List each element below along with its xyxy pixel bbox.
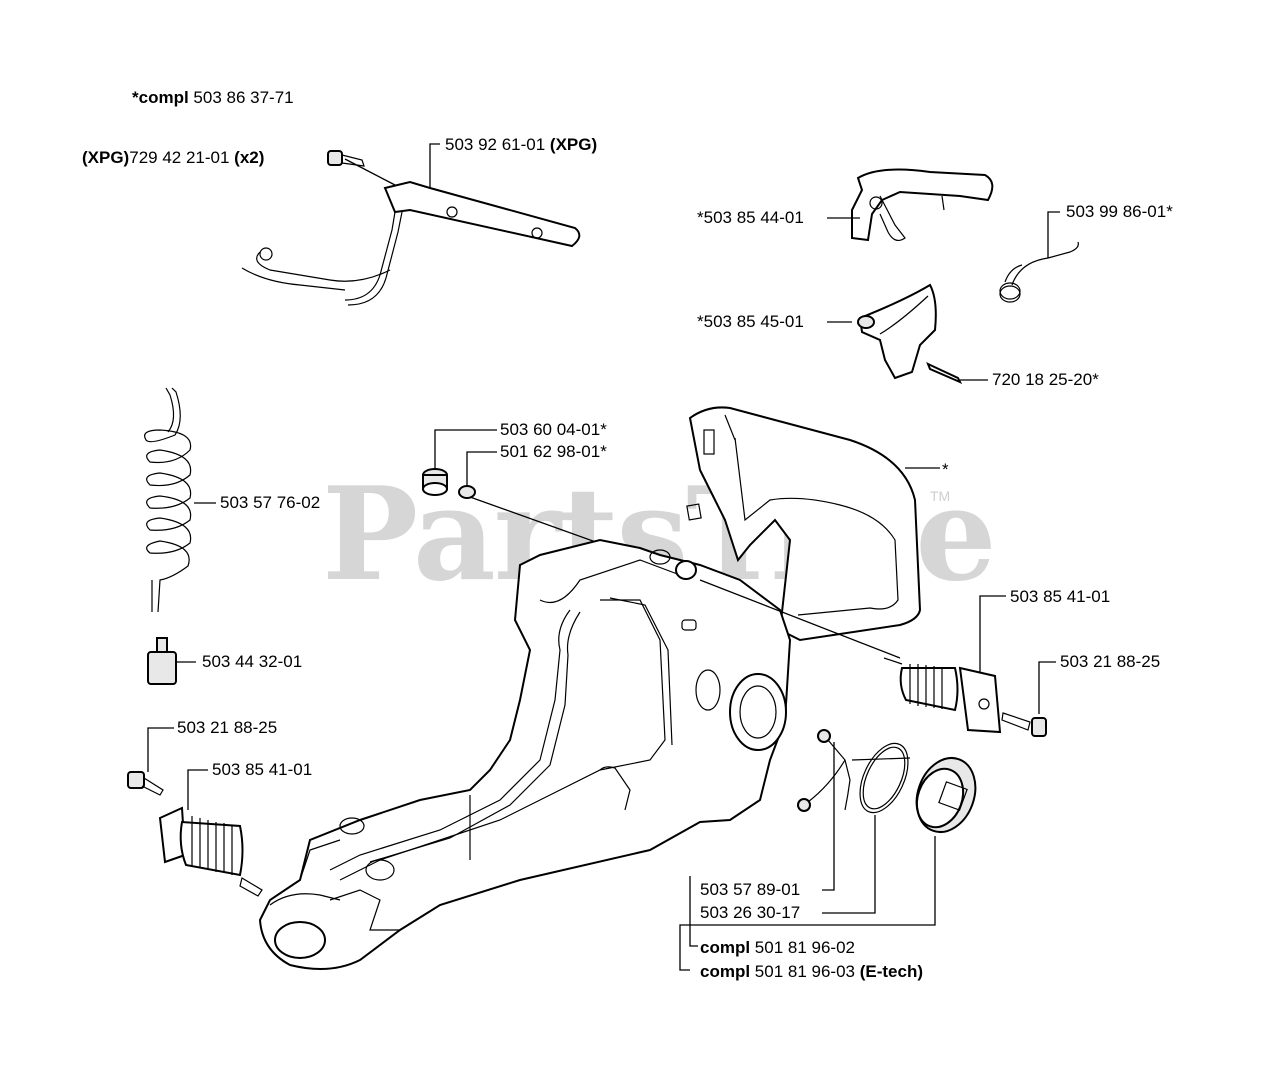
leader-line bbox=[699, 579, 901, 659]
cap-strap-part bbox=[797, 729, 911, 812]
screw-left-part bbox=[127, 771, 164, 796]
leader-line bbox=[822, 742, 835, 891]
rubber-buffer-part bbox=[422, 468, 448, 496]
callout-503-57-76-02: 503 57 76-02 bbox=[220, 493, 321, 512]
fuel-hose-part bbox=[144, 387, 192, 613]
throttle-bracket-part bbox=[241, 180, 581, 306]
leader-line bbox=[689, 876, 698, 947]
callout-503-21-88-25-right: 503 21 88-25 bbox=[1060, 652, 1161, 671]
callout-503-92-61-01: 503 92 61-01 (XPG) bbox=[445, 135, 598, 154]
callout-handle-asterisk: * bbox=[942, 460, 949, 479]
leader-line bbox=[187, 769, 208, 810]
callout-503-21-88-25-left: 503 21 88-25 bbox=[177, 718, 278, 737]
callout-503-85-41-01-right: 503 85 41-01 bbox=[1010, 587, 1111, 606]
leader-line bbox=[979, 595, 1006, 672]
leader-line bbox=[429, 143, 440, 188]
callout-compl-501-81-96-03: compl 501 81 96-03 (E-tech) bbox=[700, 962, 923, 981]
callout-503-85-45-01: *503 85 45-01 bbox=[697, 312, 804, 331]
leader-line bbox=[1038, 661, 1056, 714]
callout-compl-503-86-37-71: *compl 503 86 37-71 bbox=[132, 88, 294, 107]
trademark: TM bbox=[930, 488, 951, 504]
leader-line bbox=[1047, 211, 1060, 258]
throttle-lockout-part bbox=[857, 283, 937, 380]
callout-503-60-04-01: 503 60 04-01* bbox=[500, 420, 607, 439]
throttle-trigger-part bbox=[851, 168, 994, 242]
small-buffer-part bbox=[458, 485, 476, 499]
spring-part bbox=[999, 241, 1079, 303]
pin-part bbox=[926, 362, 963, 385]
av-spring-right-part bbox=[883, 657, 1002, 734]
callout-503-44-32-01: 503 44 32-01 bbox=[202, 652, 303, 671]
screw-top-part bbox=[327, 150, 365, 167]
leader-line bbox=[434, 429, 497, 470]
leader-line bbox=[147, 727, 174, 772]
fuel-tank-housing-part bbox=[258, 406, 922, 970]
callout-503-57-89-01: 503 57 89-01 bbox=[700, 880, 801, 899]
av-spring-left-part bbox=[158, 806, 263, 897]
leader-line bbox=[344, 158, 396, 186]
callout-xpg-729-42-21-01: (XPG)729 42 21-01 (x2) bbox=[82, 148, 265, 167]
leader-line bbox=[822, 815, 876, 914]
callout-503-85-44-01: *503 85 44-01 bbox=[697, 208, 804, 227]
leader-line bbox=[679, 836, 936, 971]
leader-line bbox=[466, 451, 497, 486]
callout-503-99-86-01: 503 99 86-01* bbox=[1066, 202, 1173, 221]
callout-503-85-41-01-left: 503 85 41-01 bbox=[212, 760, 313, 779]
callout-501-62-98-01: 501 62 98-01* bbox=[500, 442, 607, 461]
screw-right-part bbox=[1001, 712, 1047, 737]
o-ring-part bbox=[859, 742, 909, 814]
callout-compl-501-81-96-02: compl 501 81 96-02 bbox=[700, 938, 855, 957]
callout-503-26-30-17: 503 26 30-17 bbox=[700, 903, 801, 922]
fuel-filter-part bbox=[147, 637, 177, 685]
callout-720-18-25-20: 720 18 25-20* bbox=[992, 370, 1099, 389]
fuel-cap-part bbox=[915, 757, 977, 833]
